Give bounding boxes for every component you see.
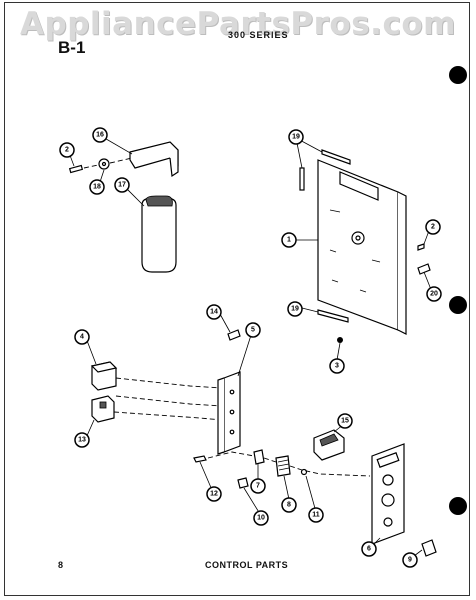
screw-part (193, 455, 207, 463)
callout-5: 5 (245, 322, 261, 338)
svg-text:15: 15 (341, 418, 349, 425)
callout-15: 15 (337, 413, 353, 429)
washer-part (98, 158, 110, 170)
callout-11: 11 (308, 507, 324, 523)
spring-part (275, 455, 291, 477)
callout-20: 20 (426, 286, 442, 302)
svg-text:17: 17 (118, 182, 126, 189)
svg-text:12: 12 (210, 491, 218, 498)
nut-part (337, 337, 343, 343)
screw-part (68, 164, 84, 174)
callout-4: 4 (74, 329, 90, 345)
capacitor-part (141, 195, 177, 273)
screw-part (417, 243, 425, 251)
clip-part (227, 329, 241, 341)
switch-part (91, 395, 115, 423)
relay-part (90, 361, 118, 391)
callout-13: 13 (74, 432, 90, 448)
svg-text:5: 5 (251, 327, 255, 334)
svg-text:3: 3 (335, 363, 339, 370)
svg-text:13: 13 (78, 437, 86, 444)
callout-12: 12 (206, 486, 222, 502)
control-panel-part (317, 149, 407, 335)
binder-hole-icon (449, 66, 467, 84)
callout-17: 17 (114, 177, 130, 193)
callout-7: 7 (250, 478, 266, 494)
callout-2: 2 (425, 219, 441, 235)
watermark: AppliancePartsPros.com (20, 6, 456, 42)
callout-18: 18 (89, 179, 105, 195)
control-plate-part (371, 443, 405, 545)
svg-text:2: 2 (431, 224, 435, 231)
svg-text:7: 7 (256, 483, 260, 490)
screw-part (417, 263, 431, 275)
svg-text:6: 6 (367, 546, 371, 553)
svg-text:20: 20 (430, 291, 438, 298)
binder-hole-icon (449, 497, 467, 515)
mounting-bracket-part (217, 371, 241, 455)
callout-16: 16 (92, 127, 108, 143)
svg-text:19: 19 (291, 306, 299, 313)
page-border (4, 2, 470, 596)
bushing-part (253, 449, 265, 465)
callout-14: 14 (206, 304, 222, 320)
diagram-caption: CONTROL PARTS (205, 560, 289, 570)
svg-text:18: 18 (93, 184, 101, 191)
svg-text:14: 14 (210, 309, 218, 316)
svg-text:8: 8 (287, 502, 291, 509)
svg-text:19: 19 (292, 134, 300, 141)
svg-text:4: 4 (80, 334, 84, 341)
callout-2: 2 (59, 142, 75, 158)
series-label: 300 SERIES (228, 30, 289, 40)
svg-text:11: 11 (312, 512, 320, 519)
diagram-ref-code: B-1 (58, 38, 86, 57)
trim-strip-part (299, 167, 349, 323)
washer-part (300, 468, 308, 476)
callout-6: 6 (361, 541, 377, 557)
svg-text:2: 2 (65, 147, 69, 154)
callout-3: 3 (329, 358, 345, 374)
svg-text:16: 16 (96, 132, 104, 139)
callout-8: 8 (281, 497, 297, 513)
knob-housing-part (313, 429, 345, 461)
callout-9: 9 (402, 552, 418, 568)
knob-part (421, 539, 437, 557)
svg-text:9: 9 (408, 557, 412, 564)
svg-text:10: 10 (257, 515, 265, 522)
capacitor-bracket-part (129, 141, 179, 178)
callout-19: 19 (287, 301, 303, 317)
callout-1: 1 (281, 232, 297, 248)
screw-part (237, 477, 249, 489)
binder-hole-icon (449, 296, 467, 314)
callout-19: 19 (288, 129, 304, 145)
callout-10: 10 (253, 510, 269, 526)
svg-text:1: 1 (287, 237, 291, 244)
page-number: 8 (58, 560, 64, 570)
